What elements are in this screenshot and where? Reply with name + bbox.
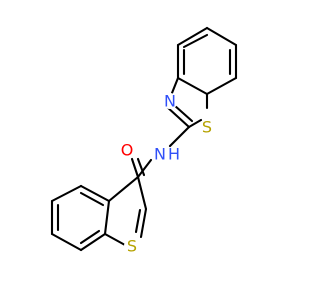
bond [79, 184, 111, 203]
bond-inner [79, 229, 101, 245]
atom-label-s-benzothiazole: S [199, 118, 215, 137]
benzothiazole-benzene-ring [176, 26, 238, 96]
bond [170, 76, 180, 95]
bond [50, 232, 83, 252]
bond [79, 232, 107, 252]
bond [136, 175, 148, 211]
bond [50, 184, 83, 203]
bond [205, 76, 238, 96]
atom-s-benzothiophene: S [127, 237, 137, 256]
atom-s-benzothiazole: S [202, 118, 212, 137]
bond [139, 207, 148, 239]
bond-carbonyl [130, 157, 140, 179]
atom-label-nh: N H [151, 145, 180, 164]
bond-inner [182, 33, 209, 49]
amide-linkage [130, 125, 191, 179]
atom-h-amide: H [168, 145, 180, 164]
bond-inner [172, 103, 194, 123]
structure-drawing: N S N H O S [50, 26, 238, 256]
bond-inner [79, 191, 105, 207]
atom-o-carbonyl: O [121, 141, 134, 160]
bond [103, 199, 111, 236]
atom-n-amide: N [154, 145, 166, 164]
bond [107, 175, 140, 203]
bond [168, 125, 191, 148]
bond [164, 104, 191, 129]
molecule-canvas: N S N H O S [50, 26, 238, 256]
bond [176, 26, 209, 47]
bond [187, 118, 203, 129]
bond-inner [134, 208, 142, 234]
bond [136, 158, 153, 179]
atom-label-n-ring: N [162, 92, 178, 111]
atom-n-ring: N [164, 92, 176, 111]
bond-carbonyl [136, 157, 146, 177]
bond [205, 26, 238, 47]
bond [103, 232, 127, 247]
benzothiophene-benzene-ring [50, 184, 111, 252]
atom-label-o: O [119, 141, 135, 160]
benzothiophene-thiophene-ring [103, 175, 148, 247]
atom-label-s-benzothiophene: S [124, 237, 140, 256]
benzothiazole-thiazole-ring [164, 76, 209, 129]
bond [176, 76, 209, 96]
